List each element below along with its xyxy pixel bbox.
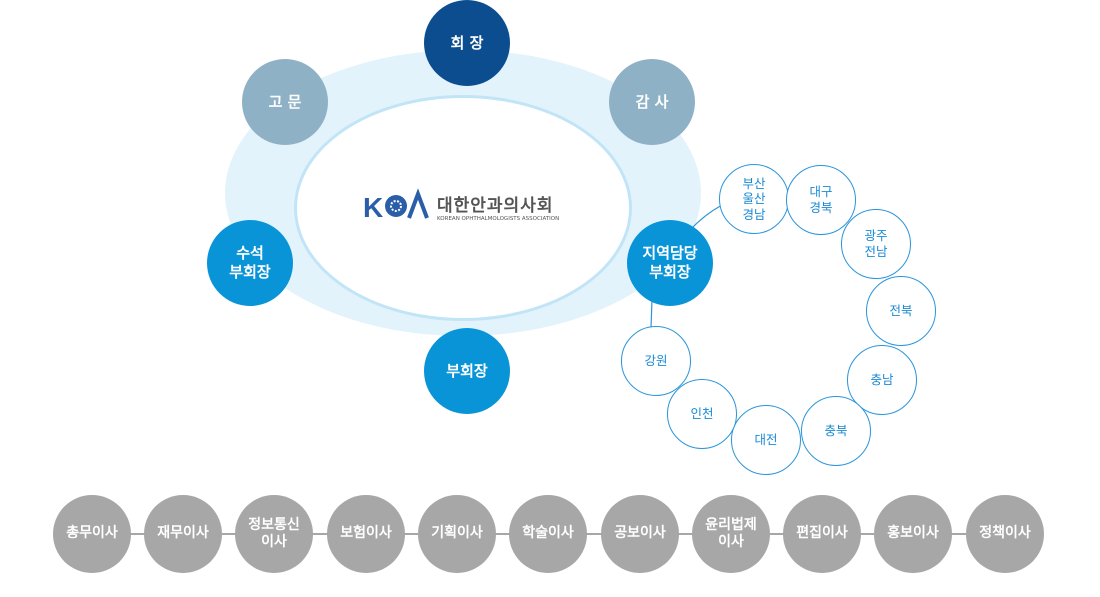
- inner-ring: [294, 95, 632, 321]
- director-node: 학술이사: [509, 495, 587, 573]
- region-node: 광주 전남: [841, 209, 911, 279]
- director-node: 정보통신 이사: [235, 495, 313, 573]
- regional-vp-node: 지역담당 부회장: [627, 220, 713, 306]
- logo: K 대한안과의사회 Korean Ophthalmologists Associ…: [363, 188, 559, 224]
- director-node: 정책이사: [966, 495, 1044, 573]
- director-node: 윤리법제 이사: [692, 495, 770, 573]
- director-node: 기획이사: [418, 495, 496, 573]
- region-node: 강원: [621, 326, 691, 396]
- region-node: 대구 경북: [786, 165, 856, 235]
- koa-logo-icon: K: [363, 188, 429, 223]
- advisor-node: 고 문: [242, 59, 328, 145]
- director-node: 공보이사: [601, 495, 679, 573]
- region-node: 충북: [801, 396, 871, 466]
- region-node: 부산 울산 경남: [719, 164, 789, 234]
- region-node: 전북: [866, 276, 936, 346]
- director-node: 재무이사: [144, 495, 222, 573]
- svg-text:K: K: [363, 192, 383, 223]
- director-node: 홍보이사: [874, 495, 952, 573]
- director-node: 편집이사: [783, 495, 861, 573]
- president-node: 회 장: [424, 0, 510, 86]
- director-node: 보험이사: [327, 495, 405, 573]
- region-node: 대전: [731, 405, 801, 475]
- logo-subtitle: Korean Ophthalmologists Association: [437, 215, 560, 222]
- region-node: 인천: [667, 379, 737, 449]
- vp-node: 부회장: [424, 328, 510, 414]
- auditor-node: 감 사: [609, 59, 695, 145]
- logo-name: 대한안과의사회: [437, 195, 554, 216]
- director-node: 총무이사: [53, 495, 131, 573]
- senior-vp-node: 수석 부회장: [207, 220, 293, 306]
